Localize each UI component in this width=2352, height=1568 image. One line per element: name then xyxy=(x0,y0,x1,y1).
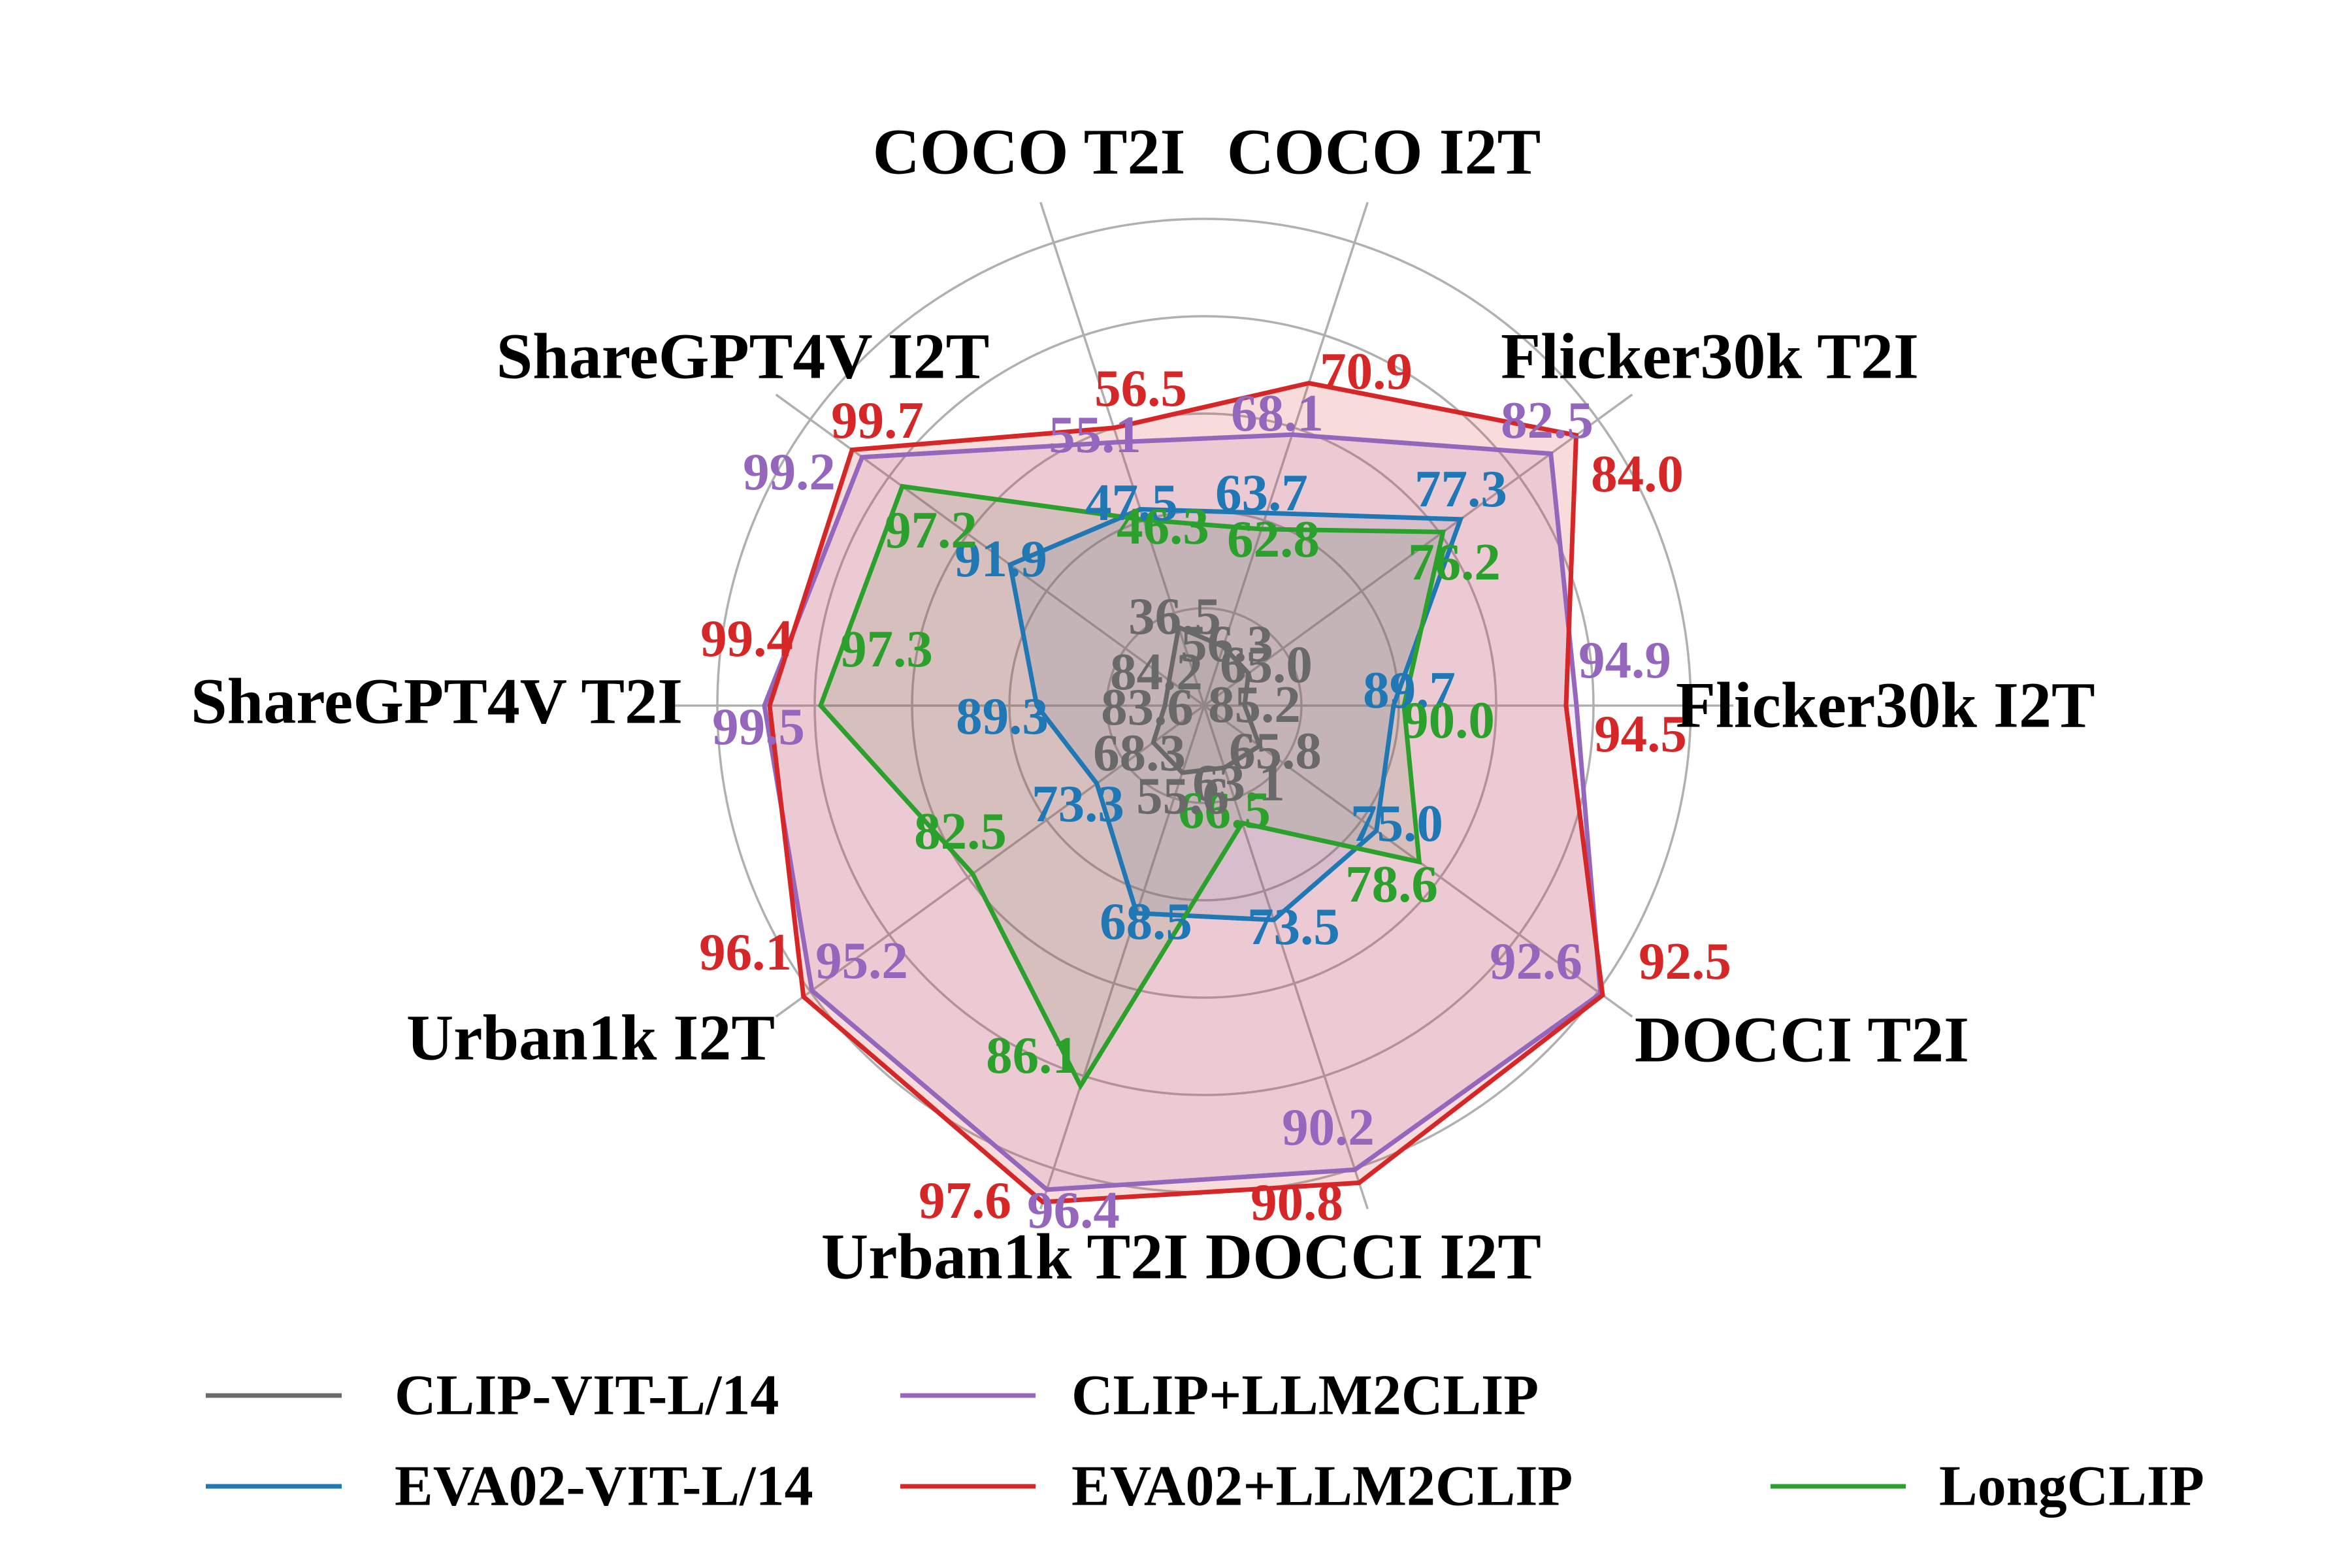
svg-text:83.6: 83.6 xyxy=(1101,678,1194,736)
svg-text:89.3: 89.3 xyxy=(956,687,1049,745)
svg-text:82.5: 82.5 xyxy=(914,802,1007,860)
svg-text:62.8: 62.8 xyxy=(1227,510,1320,568)
svg-text:92.6: 92.6 xyxy=(1490,932,1582,990)
svg-text:84.0: 84.0 xyxy=(1591,444,1684,503)
svg-text:97.2: 97.2 xyxy=(885,500,977,559)
svg-text:LongCLIP: LongCLIP xyxy=(1939,1455,2204,1518)
svg-text:36.5: 36.5 xyxy=(1128,587,1221,645)
svg-text:Flicker30k T2I: Flicker30k T2I xyxy=(1501,320,1919,393)
svg-text:77.3: 77.3 xyxy=(1414,459,1507,518)
svg-text:68.5: 68.5 xyxy=(1100,892,1192,951)
svg-text:CLIP+LLM2CLIP: CLIP+LLM2CLIP xyxy=(1071,1364,1539,1428)
svg-text:70.9: 70.9 xyxy=(1320,342,1413,400)
svg-text:COCO I2T: COCO I2T xyxy=(1227,116,1541,188)
svg-text:COCO T2I: COCO T2I xyxy=(873,116,1186,188)
svg-text:68.3: 68.3 xyxy=(1093,723,1186,782)
svg-text:99.7: 99.7 xyxy=(831,391,924,449)
svg-text:78.6: 78.6 xyxy=(1345,855,1438,913)
svg-text:63.1: 63.1 xyxy=(1192,753,1285,812)
svg-text:66.5: 66.5 xyxy=(1178,781,1271,840)
svg-text:Flicker30k I2T: Flicker30k I2T xyxy=(1676,669,2095,742)
svg-text:ShareGPT4V I2T: ShareGPT4V I2T xyxy=(497,320,990,393)
svg-text:76.2: 76.2 xyxy=(1408,532,1501,591)
svg-text:65.0: 65.0 xyxy=(1220,635,1313,694)
svg-text:91.9: 91.9 xyxy=(955,529,1047,588)
svg-text:DOCCI T2I: DOCCI T2I xyxy=(1635,1004,1969,1076)
svg-text:Urban1k T2I: Urban1k T2I xyxy=(821,1220,1188,1293)
svg-text:99.4: 99.4 xyxy=(700,609,793,668)
svg-text:82.5: 82.5 xyxy=(1501,391,1593,449)
svg-text:73.3: 73.3 xyxy=(1032,774,1124,833)
svg-text:85.2: 85.2 xyxy=(1208,675,1301,734)
svg-text:96.1: 96.1 xyxy=(699,923,792,981)
svg-text:90.0: 90.0 xyxy=(1402,691,1495,749)
svg-text:DOCCI I2T: DOCCI I2T xyxy=(1205,1220,1541,1293)
svg-text:Urban1k I2T: Urban1k I2T xyxy=(406,1002,775,1074)
svg-text:68.1: 68.1 xyxy=(1231,384,1324,442)
svg-text:EVA02-VIT-L/14: EVA02-VIT-L/14 xyxy=(395,1455,813,1518)
svg-text:89.7: 89.7 xyxy=(1363,661,1456,719)
svg-text:99.2: 99.2 xyxy=(743,442,836,501)
svg-text:94.9: 94.9 xyxy=(1578,630,1671,689)
svg-text:56.5: 56.5 xyxy=(1094,359,1187,417)
svg-text:92.5: 92.5 xyxy=(1639,932,1731,990)
svg-text:73.5: 73.5 xyxy=(1247,897,1340,956)
svg-text:95.2: 95.2 xyxy=(815,931,908,990)
svg-text:96.4: 96.4 xyxy=(1027,1181,1120,1239)
svg-text:EVA02+LLM2CLIP: EVA02+LLM2CLIP xyxy=(1071,1455,1573,1518)
svg-text:46.3: 46.3 xyxy=(1117,497,1209,555)
svg-text:55.1: 55.1 xyxy=(1049,405,1141,464)
svg-text:55.6: 55.6 xyxy=(1136,766,1229,825)
svg-text:ShareGPT4V T2I: ShareGPT4V T2I xyxy=(191,665,683,738)
svg-text:84.2: 84.2 xyxy=(1110,642,1203,701)
svg-text:47.5: 47.5 xyxy=(1085,473,1178,532)
svg-text:56.3: 56.3 xyxy=(1181,614,1273,673)
svg-text:94.5: 94.5 xyxy=(1594,704,1687,763)
svg-text:97.3: 97.3 xyxy=(840,619,933,678)
svg-text:CLIP-VIT-L/14: CLIP-VIT-L/14 xyxy=(395,1364,779,1428)
svg-text:90.8: 90.8 xyxy=(1250,1173,1343,1232)
svg-text:99.5: 99.5 xyxy=(712,697,805,756)
svg-text:90.2: 90.2 xyxy=(1282,1098,1375,1156)
svg-text:75.0: 75.0 xyxy=(1350,794,1443,853)
svg-text:65.8: 65.8 xyxy=(1229,721,1322,780)
svg-text:97.6: 97.6 xyxy=(919,1171,1011,1230)
svg-text:63.7: 63.7 xyxy=(1215,463,1308,522)
svg-text:86.1: 86.1 xyxy=(986,1026,1079,1085)
